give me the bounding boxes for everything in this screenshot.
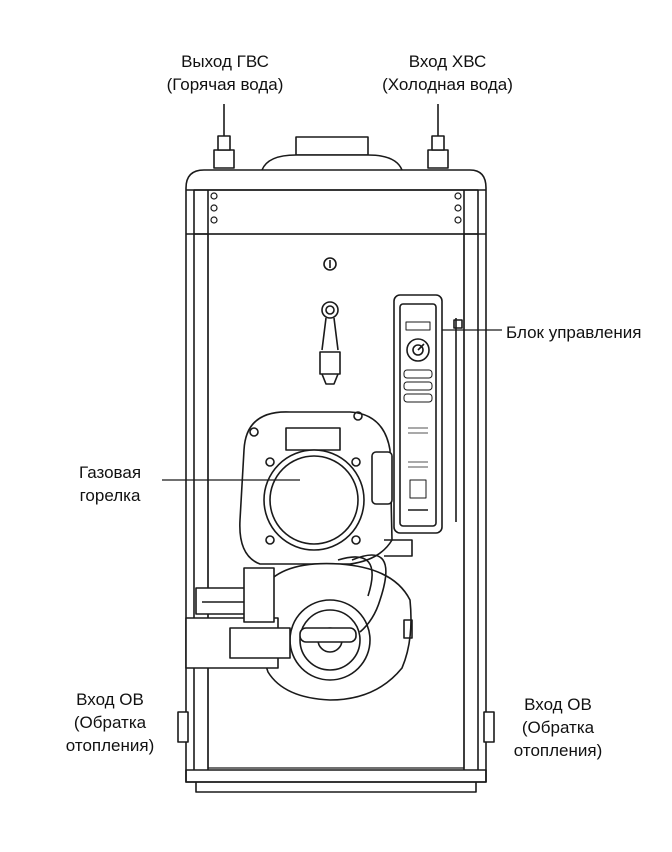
flue-outlet <box>261 136 403 171</box>
heating-return-right-label: Вход ОВ (Обратка отопления) <box>488 693 628 762</box>
control-unit-label: Блок управления <box>506 321 641 344</box>
cold-water-pipe <box>427 104 449 169</box>
leader-lines <box>162 329 502 481</box>
control-unit-title: Блок управления <box>506 323 642 342</box>
gas-burner <box>239 411 413 565</box>
heating-return-right-line3: отопления) <box>513 741 603 760</box>
ignition-electrode <box>319 301 341 385</box>
hot-water-pipe <box>213 104 235 169</box>
heating-return-right <box>483 711 495 743</box>
hot-water-outlet-subtitle: (Горячая вода) <box>166 75 284 94</box>
gas-burner-subtitle: горелка <box>79 486 141 505</box>
heating-return-right-title: Вход ОВ <box>524 695 592 714</box>
casing-screws <box>210 192 462 224</box>
indicator <box>323 257 337 271</box>
heating-return-left-title: Вход ОВ <box>76 690 144 709</box>
gas-burner-title: Газовая <box>78 463 142 482</box>
heating-return-left-label: Вход ОВ (Обратка отопления) <box>40 688 180 757</box>
gas-burner-label: Газовая горелка <box>60 461 160 507</box>
heating-return-left-line2: (Обратка <box>73 713 147 732</box>
cold-water-inlet-label: Вход ХВС (Холодная вода) <box>360 50 535 96</box>
cold-water-inlet-title: Вход ХВС <box>408 52 487 71</box>
heating-return-left-line3: отопления) <box>65 736 155 755</box>
gas-valve <box>185 554 413 701</box>
control-unit-panel <box>393 294 463 534</box>
heating-return-left <box>177 711 189 743</box>
heating-return-right-line2: (Обратка <box>521 718 595 737</box>
hot-water-outlet-label: Выход ГВС (Горячая вода) <box>140 50 310 96</box>
hot-water-outlet-title: Выход ГВС <box>181 52 269 71</box>
cold-water-inlet-subtitle: (Холодная вода) <box>382 75 513 94</box>
